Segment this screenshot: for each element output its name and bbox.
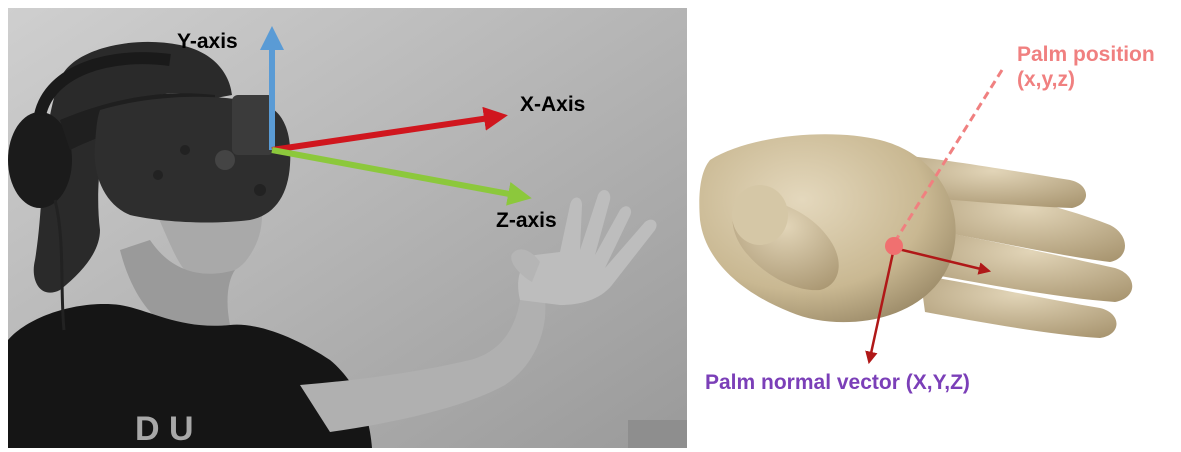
wall-shadow <box>628 420 687 448</box>
palm-position-dot <box>885 237 903 255</box>
hand-thumb-tip <box>732 185 788 245</box>
palm-position-label-line1: Palm position <box>1017 42 1155 67</box>
hand-model-panel <box>699 70 1132 358</box>
vr-sensor-dot <box>180 145 190 155</box>
photo-panel: D U <box>8 8 687 448</box>
vr-sensor-dot <box>153 170 163 180</box>
vr-sensor-dot <box>254 184 266 196</box>
palm-position-label-line2: (x,y,z) <box>1017 67 1155 92</box>
palm-position-label: Palm position (x,y,z) <box>1017 42 1155 92</box>
z-axis-label: Z-axis <box>496 210 557 231</box>
vr-headset-front-module <box>232 95 274 155</box>
y-axis-label: Y-axis <box>177 31 238 52</box>
vr-sensor-dot <box>215 150 235 170</box>
palm-normal-label: Palm normal vector (X,Y,Z) <box>705 372 970 393</box>
x-axis-label: X-Axis <box>520 94 585 115</box>
shirt-graphic: D U <box>135 410 194 448</box>
